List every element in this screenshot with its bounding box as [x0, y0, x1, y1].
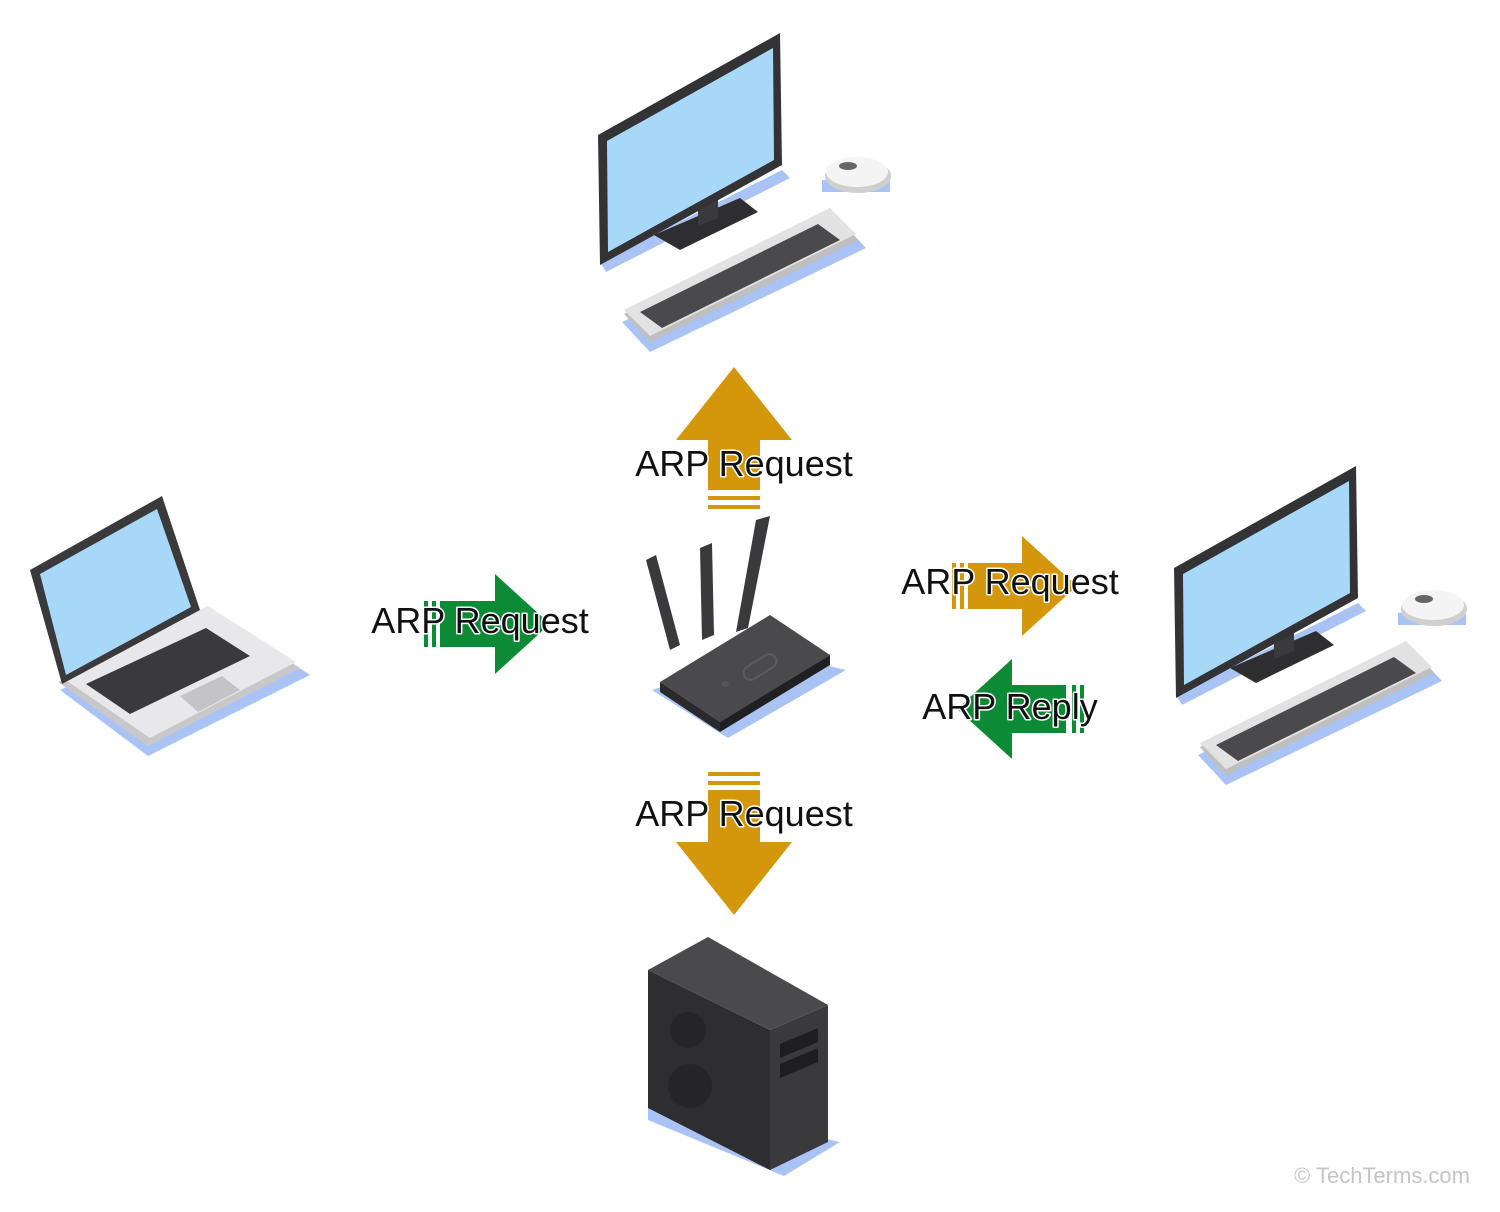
- desktop-computer-icon: [1174, 466, 1467, 785]
- router-icon: [646, 516, 846, 738]
- tower-server-icon: [648, 937, 840, 1176]
- desktop-computer-icon: [598, 33, 891, 352]
- arrow-label: ARP Request: [901, 561, 1118, 602]
- arrow-label: ARP Request: [635, 793, 852, 834]
- arrow-label: ARP Request: [635, 443, 852, 484]
- laptop-icon: [30, 496, 310, 756]
- arrow-laptop-to-router: ARP Request: [370, 574, 590, 674]
- copyright-text: © TechTerms.com: [1294, 1163, 1470, 1188]
- arrow-router-to-bottom: ARP Request: [634, 772, 854, 915]
- arrow-label: ARP Reply: [922, 686, 1097, 727]
- arrow-router-to-top: ARP Request: [634, 367, 854, 509]
- arrow-router-to-right-desktop: ARP Request: [900, 536, 1120, 636]
- arrow-label: ARP Request: [371, 600, 588, 641]
- arrow-reply-to-router: ARP Reply: [921, 659, 1099, 759]
